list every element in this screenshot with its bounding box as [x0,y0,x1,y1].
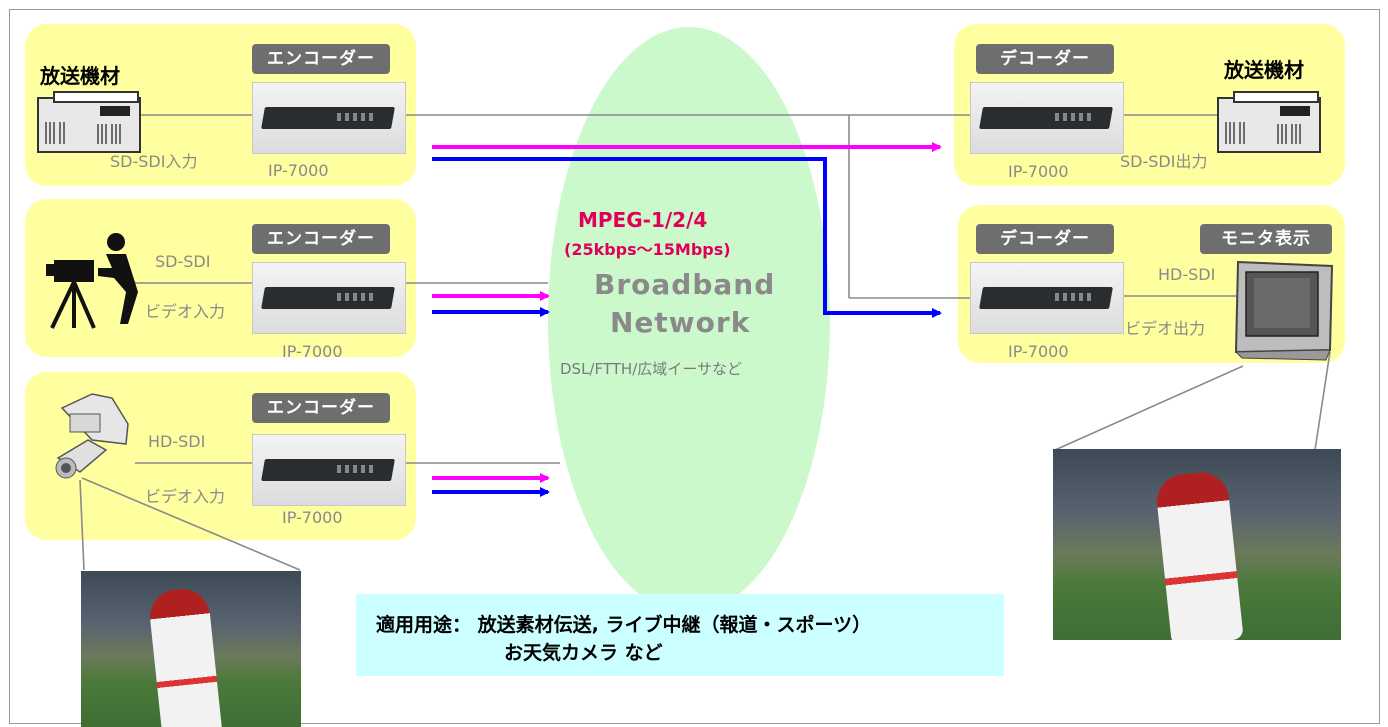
stream-arrow-blue [432,157,942,318]
input-label: ビデオ入力 [145,302,226,321]
codec-label: MPEG-1/2/4 [578,208,708,232]
model-label: IP-7000 [1008,342,1069,361]
input-label: HD-SDI [148,432,206,451]
model-label: IP-7000 [268,161,329,180]
applications-box: 適用用途： 放送素材伝送, ライブ中継（報道・スポーツ） お天気カメラ など [356,594,1004,676]
link-line [1054,365,1244,451]
diagram-frame [9,9,1380,724]
decoder-tag: デコーダー [976,44,1114,74]
ip7000-encoder [252,434,406,506]
ip7000-encoder [252,262,406,334]
bitrate-label: (25kbps～15Mbps) [564,240,731,259]
applications-line2: お天気カメラ など [504,642,663,664]
applications-line1: 適用用途： 放送素材伝送, ライブ中継（報道・スポーツ） [376,614,872,636]
model-label: IP-7000 [282,342,343,361]
output-label: HD-SDI [1158,265,1216,284]
encoder-tag: エンコーダー [252,393,390,423]
decoder-tag: デコーダー [976,224,1114,254]
output-label: SD-SDI出力 [1120,152,1208,171]
ip7000-encoder [252,82,406,154]
football-photo [1053,449,1341,640]
input-label: SD-SDI [155,252,211,271]
network-ellipse [548,27,830,613]
network-types-label: DSL/FTTH/広域イーサなど [560,360,742,378]
equipment-title: 放送機材 [1224,58,1304,82]
output-label: ビデオ出力 [1125,319,1206,338]
link-line [81,477,301,571]
encoder-tag: エンコーダー [252,44,390,74]
link-line [79,479,85,571]
network-name-line1: Broadband [594,268,776,301]
input-label: SD-SDI入力 [110,152,198,171]
ip7000-decoder [970,262,1124,334]
model-label: IP-7000 [282,508,343,527]
network-name-line2: Network [610,306,751,339]
input-label: ビデオ入力 [145,487,226,506]
monitor-display-tag: モニタ表示 [1200,224,1332,254]
equipment-title: 放送機材 [40,64,120,88]
link-line [1314,351,1331,451]
ip7000-decoder [970,82,1124,154]
model-label: IP-7000 [1008,162,1069,181]
football-photo [81,571,301,727]
encoder-tag: エンコーダー [252,224,390,254]
